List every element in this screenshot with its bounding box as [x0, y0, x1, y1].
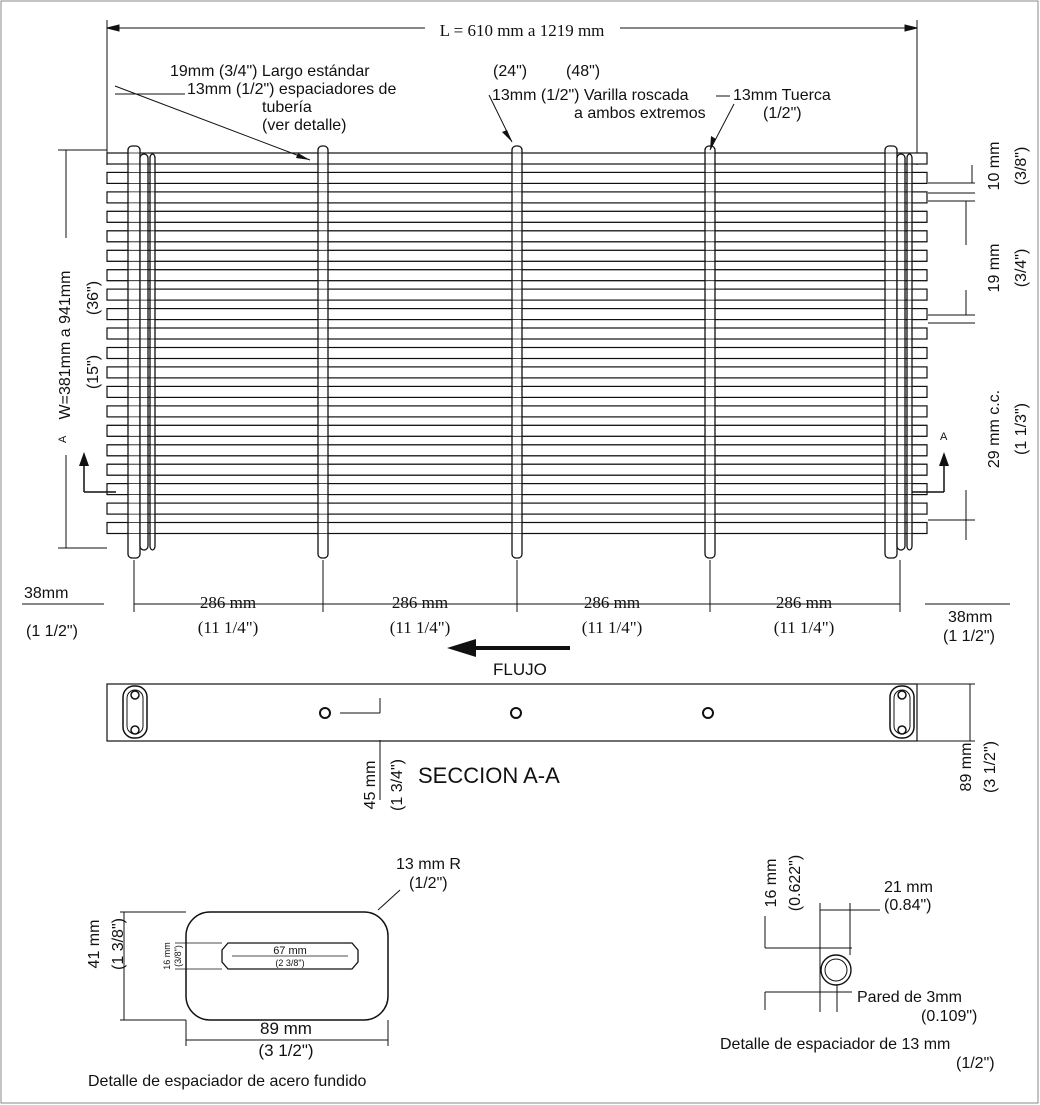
- svg-text:A: A: [940, 431, 948, 443]
- svg-text:(48"): (48"): [566, 63, 600, 80]
- section-arrow-left: A: [57, 435, 116, 493]
- svg-text:67 mm: 67 mm: [273, 945, 307, 957]
- spacer-columns: [107, 145, 927, 559]
- section-title: SECCION A-A: [418, 763, 560, 788]
- edge-right-mm: 38mm: [948, 609, 992, 626]
- svg-text:(11 1/4"): (11 1/4"): [390, 618, 451, 637]
- svg-text:286 mm: 286 mm: [776, 593, 832, 612]
- width-label: W=381mm a 941mm: [57, 271, 74, 420]
- pipe-spacer-detail: [764, 903, 880, 1012]
- edge-left-in: (1 1/2"): [26, 623, 78, 640]
- svg-text:(11 1/4"): (11 1/4"): [582, 618, 643, 637]
- svg-text:a ambos extremos: a ambos extremos: [574, 105, 706, 122]
- svg-text:10 mm: 10 mm: [986, 142, 1003, 191]
- svg-text:Pared de 3mm: Pared de 3mm: [857, 989, 962, 1006]
- svg-text:13mm (1/2") espaciadores de: 13mm (1/2") espaciadores de: [187, 81, 396, 98]
- svg-text:A: A: [57, 435, 69, 443]
- svg-text:(3/8"): (3/8"): [1013, 147, 1030, 186]
- nut-callout: 13mm Tuerca (1/2"): [709, 87, 831, 151]
- svg-text:13mm Tuerca: 13mm Tuerca: [733, 87, 831, 104]
- svg-text:89 mm: 89 mm: [260, 1019, 312, 1038]
- length-label: L = 610 mm a 1219 mm: [440, 21, 605, 40]
- rod-callout: (24") (48") 13mm (1/2") Varilla roscada …: [488, 63, 730, 143]
- svg-text:(0.84"): (0.84"): [884, 897, 931, 914]
- svg-text:13mm (1/2") Varilla roscada: 13mm (1/2") Varilla roscada: [492, 87, 689, 104]
- svg-text:(3 1/2"): (3 1/2"): [258, 1041, 313, 1060]
- svg-text:(24"): (24"): [493, 63, 527, 80]
- svg-text:286 mm: 286 mm: [392, 593, 448, 612]
- spacer-callout: 19mm (3/4") Largo estándar 13mm (1/2") e…: [114, 63, 396, 161]
- edge-right-in: (1 1/2"): [943, 628, 995, 645]
- end-spacer: [884, 145, 913, 559]
- svg-text:286 mm: 286 mm: [200, 593, 256, 612]
- end-spacer: [127, 145, 156, 559]
- edge-left-mm: 38mm: [24, 585, 68, 602]
- svg-text:(1 3/8"): (1 3/8"): [110, 918, 127, 970]
- svg-text:(3/4"): (3/4"): [1013, 249, 1030, 288]
- svg-text:(1 1/3"): (1 1/3"): [1013, 403, 1030, 455]
- svg-text:13 mm R: 13 mm R: [396, 856, 461, 873]
- svg-text:16 mm: 16 mm: [162, 942, 172, 970]
- section-arrow-right: A: [912, 431, 949, 493]
- width-dimension: [58, 149, 107, 549]
- svg-text:286 mm: 286 mm: [584, 593, 640, 612]
- svg-text:(11 1/4"): (11 1/4"): [198, 618, 259, 637]
- pipe-detail-caption: Detalle de espaciador de 13 mm: [720, 1036, 950, 1053]
- length-dimension: [106, 20, 918, 165]
- cast-spacer-detail: [120, 889, 401, 1046]
- svg-text:16 mm: 16 mm: [763, 859, 780, 908]
- width-min-in: (15"): [85, 355, 102, 389]
- svg-text:(ver detalle): (ver detalle): [262, 117, 346, 134]
- svg-text:45 mm: 45 mm: [362, 761, 379, 810]
- span-labels: 286 mm (11 1/4") 286 mm (11 1/4") 286 mm…: [198, 593, 835, 637]
- spacing-dimensions: [22, 560, 1010, 612]
- cast-detail-caption: Detalle de espaciador de acero fundido: [88, 1073, 367, 1090]
- svg-text:19 mm: 19 mm: [986, 244, 1003, 293]
- svg-text:(0.622"): (0.622"): [787, 855, 804, 911]
- flow-arrow: FLUJO: [447, 639, 570, 679]
- svg-text:(0.109"): (0.109"): [921, 1008, 977, 1025]
- svg-text:19mm (3/4") Largo estándar: 19mm (3/4") Largo estándar: [170, 63, 370, 80]
- flow-label: FLUJO: [493, 660, 547, 679]
- right-dimensions: [928, 165, 975, 540]
- svg-text:tubería: tubería: [262, 99, 312, 116]
- width-max-in: (36"): [85, 281, 102, 315]
- threaded-rod: [317, 145, 329, 559]
- svg-text:(1/2"): (1/2"): [956, 1055, 995, 1072]
- svg-text:89 mm: 89 mm: [958, 743, 975, 792]
- svg-text:21 mm: 21 mm: [884, 879, 933, 896]
- svg-text:(11 1/4"): (11 1/4"): [774, 618, 835, 637]
- svg-text:29 mm c.c.: 29 mm c.c.: [986, 390, 1003, 468]
- threaded-rod: [511, 145, 523, 559]
- section-view: [106, 683, 975, 800]
- threaded-rod: [704, 145, 716, 559]
- svg-text:(3 1/2"): (3 1/2"): [982, 741, 999, 793]
- svg-text:(1/2"): (1/2"): [763, 105, 802, 122]
- svg-text:41 mm: 41 mm: [86, 920, 103, 969]
- svg-text:(1/2"): (1/2"): [409, 875, 448, 892]
- svg-text:(1 3/4"): (1 3/4"): [389, 759, 406, 811]
- svg-text:(2 3/8"): (2 3/8"): [275, 958, 304, 968]
- svg-text:(3/8"): (3/8"): [173, 945, 183, 967]
